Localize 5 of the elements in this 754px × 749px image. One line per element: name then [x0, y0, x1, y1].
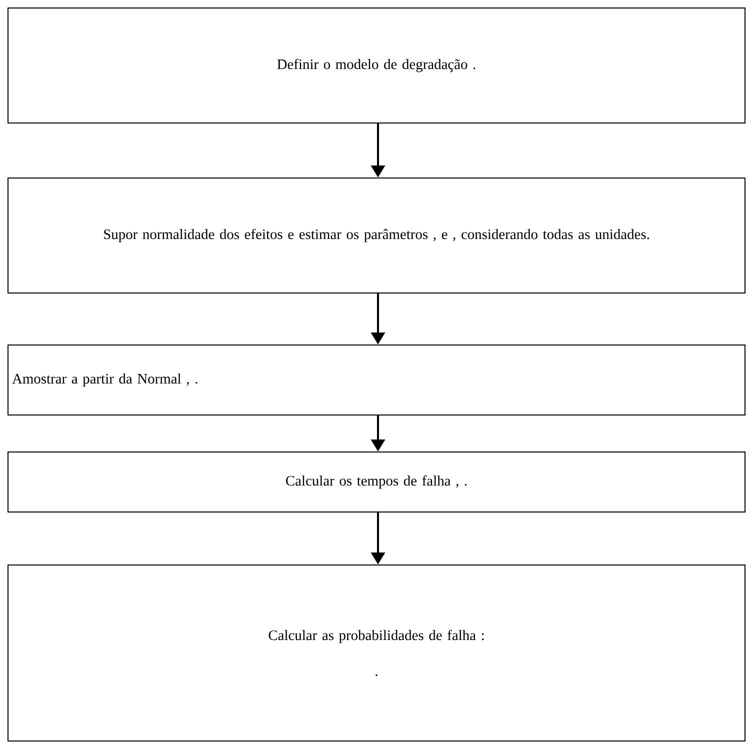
- process-box: Supor normalidade dos efeitos e estimar os parâmetros , e , considerando todas as unidades.: [8, 178, 746, 294]
- process-box: Calcular os tempos de falha , .: [8, 452, 746, 512]
- process-box: Definir o modelo de degradação .: [8, 8, 746, 124]
- process-box: Amostrar a partir da Normal , .: [8, 344, 746, 416]
- process-box: Calcular as probabilidades de falha : .: [8, 564, 746, 742]
